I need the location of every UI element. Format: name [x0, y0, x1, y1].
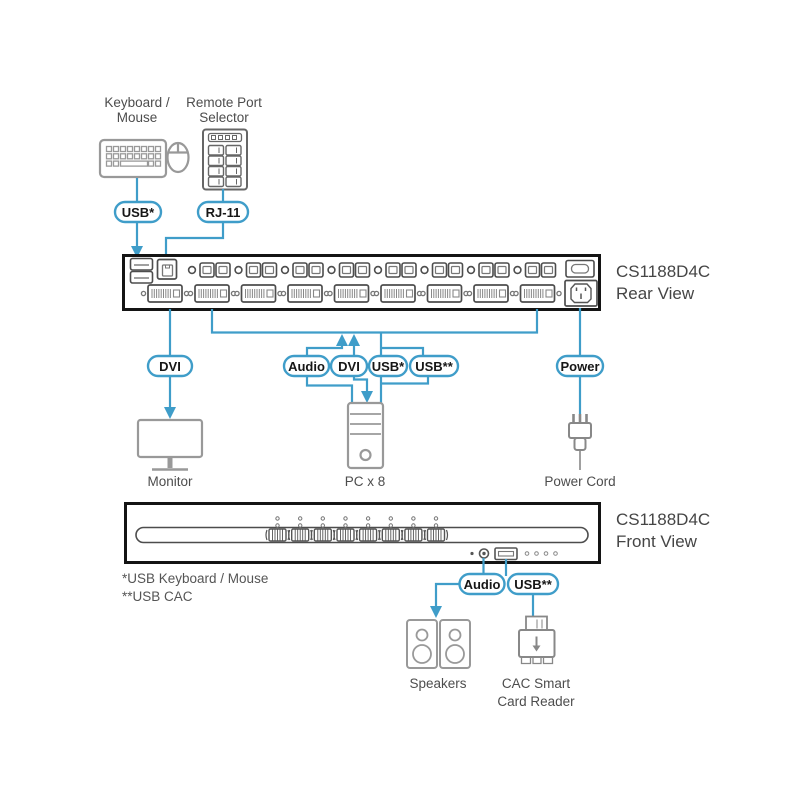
front-led-dots: [524, 551, 558, 556]
arrow-into-monitor: [164, 407, 176, 419]
rear-title-line2: Rear View: [616, 284, 695, 303]
pill-usb-keyboard: USB*: [367, 354, 409, 378]
usb-wires-top: [379, 333, 425, 356]
console-dvi-port-icon: [140, 284, 190, 303]
rear-view-title: CS1188D4C Rear View: [616, 262, 710, 303]
speakers-wire: [434, 582, 460, 607]
arrow-into-pc: [361, 391, 373, 403]
front-title-line1: CS1188D4C: [616, 510, 710, 529]
pc-tower-icon: [346, 401, 385, 470]
usb-wires-bottom: [379, 376, 430, 404]
pill-audio-label: Audio: [288, 359, 325, 374]
serial-port-icon: [565, 259, 595, 278]
arrow-into-speakers: [430, 606, 442, 618]
cac-reader-icon: [518, 615, 556, 665]
front-view-title: CS1188D4C Front View: [616, 510, 710, 551]
footnote-usb: *USB Keyboard / Mouse: [122, 571, 268, 586]
mouse-icon: [166, 141, 190, 174]
front-title-line2: Front View: [616, 532, 698, 551]
keyboard-mouse-label: Keyboard / Mouse: [104, 95, 170, 125]
pill-usb-cac: USB**: [408, 354, 460, 378]
pill-dvi-pc: DVI: [329, 354, 369, 378]
keyboard-mouse-label-line1: Keyboard /: [104, 95, 170, 110]
kvm-cable-bus: [210, 309, 539, 334]
speakers-label: Speakers: [409, 676, 466, 691]
console-usb-ports-icon: [129, 257, 154, 284]
front-wires: [430, 558, 535, 618]
cac-label-line2: Card Reader: [497, 694, 575, 709]
pill-usb-keyboard-label: USB*: [372, 359, 405, 374]
pill-rj11: RJ-11: [196, 200, 250, 224]
keyboard-icon: [98, 138, 168, 179]
power-inlet-icon: [564, 279, 598, 307]
pill-dvi-monitor: DVI: [146, 354, 194, 378]
power-cord-label: Power Cord: [544, 474, 615, 489]
front-mic-dot: [470, 551, 474, 556]
front-panel: [124, 502, 601, 564]
front-usb-a-port-icon: [494, 547, 518, 561]
front-pills: Audio USB**: [458, 572, 560, 596]
console-wires: [131, 178, 225, 258]
top-pills: USB* RJ-11: [113, 200, 250, 224]
arrow-down-into-rear-panel: [131, 246, 143, 258]
monitor-icon: [136, 418, 204, 471]
rear-title-line1: CS1188D4C: [616, 262, 710, 281]
pill-audio: Audio: [282, 354, 331, 378]
pill-front-audio: Audio: [458, 572, 506, 596]
pill-dvi-monitor-label: DVI: [159, 359, 181, 374]
rear-wires: [164, 308, 582, 419]
pill-usb-cac-label: USB**: [415, 359, 454, 374]
keyboard-mouse-label-line2: Mouse: [117, 110, 158, 125]
cac-label-line1: CAC Smart: [502, 676, 571, 691]
remote-selector-label-line1: Remote Port: [186, 95, 262, 110]
audio-down-wire: [305, 376, 354, 404]
remote-port-selector-icon: [202, 128, 248, 191]
console-rj11-port-icon: [156, 258, 178, 280]
dvi-down-wire: [352, 376, 369, 392]
audio-up-wire: [305, 346, 344, 356]
pill-front-audio-label: Audio: [464, 577, 501, 592]
pill-dvi-pc-label: DVI: [338, 359, 360, 374]
rear-panel: [122, 254, 601, 311]
monitor-label: Monitor: [147, 474, 193, 489]
rear-dvi-ports: [140, 284, 562, 303]
pill-rj11-label: RJ-11: [206, 205, 241, 220]
pc-label: PC x 8: [345, 474, 386, 489]
power-cord-icon: [568, 414, 592, 470]
footnote-cac: **USB CAC: [122, 589, 193, 604]
pill-front-usb-cac-label: USB**: [514, 577, 553, 592]
remote-selector-label-line2: Selector: [199, 110, 249, 125]
arrow-up-audio: [336, 334, 348, 346]
remote-selector-label: Remote Port Selector: [186, 95, 262, 125]
pill-power-label: Power: [560, 359, 599, 374]
pill-front-usb-cac: USB**: [506, 572, 560, 596]
rear-pills: DVI Audio DVI USB* USB** Power: [146, 354, 605, 378]
pill-power: Power: [555, 354, 605, 378]
front-audio-jack-icon: [478, 548, 490, 559]
speakers-icon: [406, 619, 471, 669]
arrow-up-dvi: [348, 334, 360, 346]
pill-usb-console-label: USB*: [122, 205, 155, 220]
pill-usb-console: USB*: [113, 200, 163, 224]
